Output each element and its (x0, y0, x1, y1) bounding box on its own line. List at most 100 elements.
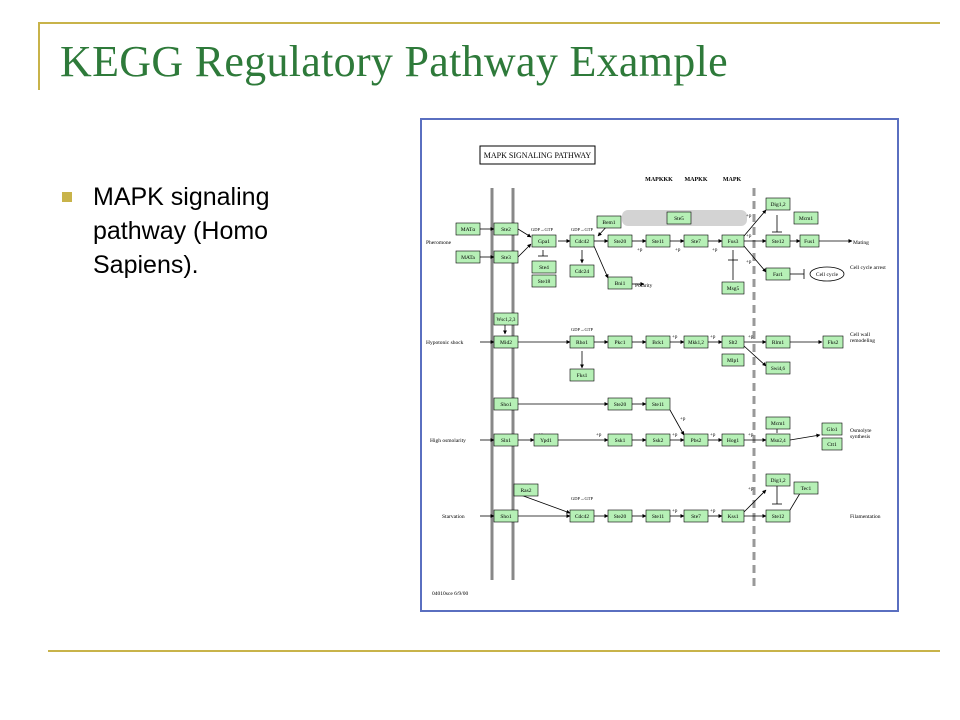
svg-text:Ste20: Ste20 (614, 514, 627, 520)
svg-text:Swi4,6: Swi4,6 (771, 367, 786, 372)
svg-text:Ssk2: Ssk2 (653, 438, 664, 444)
pathway-edges (480, 209, 853, 518)
node-swi: Swi4,6 (765, 361, 791, 375)
svg-text:Sho1: Sho1 (500, 402, 512, 408)
svg-text:Bck1: Bck1 (652, 340, 664, 346)
svg-text:Msg5: Msg5 (727, 286, 740, 292)
response-cell-wall: Cell wall remodeling (850, 332, 876, 344)
node-mcm1b: Mcm1 (765, 416, 791, 430)
svg-text:Ste20: Ste20 (614, 239, 627, 245)
phospho-label: +p (712, 248, 718, 253)
phospho-label: +p (672, 335, 678, 340)
svg-text:Ste20: Ste20 (614, 402, 627, 408)
node-ras2: Ras2 (513, 483, 539, 497)
svg-text:Rlm1: Rlm1 (772, 340, 784, 346)
node-ste4: Ste4 (531, 260, 557, 274)
stimulus-hypotonic: Hypotonic shock (426, 340, 464, 346)
node-glo1: Glo1 (821, 422, 843, 436)
diagram-header: MAPK SIGNALING PATHWAY (484, 151, 592, 160)
svg-text:Mcm1: Mcm1 (799, 216, 814, 222)
node-cdc24: Cdc24 (569, 264, 595, 278)
svg-text:Hog1: Hog1 (727, 438, 739, 444)
node-wsc: Wsc1,2,3 (493, 312, 519, 326)
node-bem1: Bem1 (596, 215, 622, 229)
svg-text:Fus1: Fus1 (804, 239, 815, 245)
node-fks2: Fks2 (822, 335, 844, 349)
node-ste18: Ste18 (531, 274, 557, 288)
node-fus3: Fus3 (721, 234, 745, 248)
phospho-label: +p (746, 260, 752, 265)
bottom-rule (48, 650, 940, 652)
gdp-gtp-label-2: GDP→GTP (571, 227, 594, 232)
svg-text:Wsc1,2,3: Wsc1,2,3 (497, 318, 516, 323)
left-rule (38, 22, 40, 90)
node-mcm1a: Mcm1 (793, 211, 819, 225)
phospho-label: +p (675, 248, 681, 253)
pathway-diagram: MAPK SIGNALING PATHWAY MAPKKK MAPKK MAPK (420, 118, 899, 612)
node-rho1: Rho1 (569, 335, 595, 349)
phospho-label: +p (710, 335, 716, 340)
diagram-header-box (479, 145, 596, 165)
phospho-label: +p (680, 417, 686, 422)
svg-text:Sho1: Sho1 (500, 514, 512, 520)
svg-text:Mid2: Mid2 (500, 340, 512, 346)
column-label-mapkk: MAPKK (685, 177, 708, 183)
node-rlm1: Rlm1 (765, 335, 791, 349)
phospho-label: +p (672, 433, 678, 438)
svg-text:Dig1,2: Dig1,2 (770, 478, 785, 484)
node-ypd1: Ypd1 (533, 433, 559, 447)
response-polarity: Polarity (635, 283, 653, 289)
svg-text:Ras2: Ras2 (521, 488, 532, 494)
node-ste20b: Ste20 (607, 397, 633, 411)
node-far1: Far1 (765, 267, 791, 281)
svg-text:Dig1,2: Dig1,2 (770, 202, 785, 208)
svg-text:Ste11: Ste11 (652, 514, 665, 520)
svg-text:MATα: MATα (461, 227, 476, 233)
node-mid2: Mid2 (493, 335, 519, 349)
svg-text:Ssk1: Ssk1 (615, 438, 626, 444)
response-mating: Mating (853, 240, 869, 246)
node-sho1b: Sho1 (493, 509, 519, 523)
node-slt2: Slt2 (721, 335, 745, 349)
node-ste11c: Ste11 (645, 509, 671, 523)
svg-text:Ste12: Ste12 (772, 514, 785, 520)
node-bni1: Bni1 (607, 276, 633, 290)
node-hog1: Hog1 (721, 433, 745, 447)
node-ste12b: Ste12 (765, 509, 791, 523)
node-ste5: Ste5 (666, 211, 692, 225)
top-rule (38, 22, 940, 24)
svg-text:Kss1: Kss1 (727, 514, 738, 520)
gdp-gtp-label-3: GDP→GTP (571, 327, 594, 332)
svg-text:Ste11: Ste11 (652, 402, 665, 408)
phospho-labels: +p +p +p +p +p +p +p +p +p +p +p +p +p +… (538, 214, 754, 514)
svg-text:Fks1: Fks1 (577, 373, 588, 379)
phospho-label: +p (748, 433, 754, 438)
response-filamentation: Filamentation (850, 514, 881, 520)
node-cdc42b: Cdc42 (569, 509, 595, 523)
node-ctt1: Ctt1 (821, 437, 843, 451)
svg-text:Bem1: Bem1 (602, 220, 615, 226)
bullet-square-icon (62, 192, 72, 202)
svg-text:Far1: Far1 (773, 272, 783, 278)
svg-text:Rho1: Rho1 (576, 340, 588, 346)
svg-text:Msn2,4: Msn2,4 (770, 439, 786, 444)
svg-text:Tec1: Tec1 (801, 486, 812, 492)
svg-text:Ste18: Ste18 (538, 279, 551, 285)
svg-text:Mcm1: Mcm1 (771, 421, 786, 427)
node-kss1: Kss1 (721, 509, 745, 523)
node-ste20a: Ste20 (607, 234, 633, 248)
node-mata: MATα (455, 222, 481, 236)
phospho-label: +p (748, 335, 754, 340)
svg-text:Mlp1: Mlp1 (727, 358, 739, 364)
phospho-label: +p (710, 509, 716, 514)
node-matb: MATa (455, 250, 481, 264)
phospho-label: +p (710, 433, 716, 438)
svg-text:Cdc42: Cdc42 (575, 514, 590, 520)
node-gpa1: Gpa1 (531, 234, 557, 248)
stimulus-osmolarity: High osmolarity (430, 438, 466, 444)
bullet-text: MAPK signaling pathway (Homo Sapiens). (93, 183, 270, 279)
cell-cycle-label: Cell cycle (816, 272, 839, 278)
phospho-label: +p (748, 487, 754, 492)
node-fks1: Fks1 (569, 368, 595, 382)
node-dig12a: Dig1,2 (765, 197, 791, 211)
